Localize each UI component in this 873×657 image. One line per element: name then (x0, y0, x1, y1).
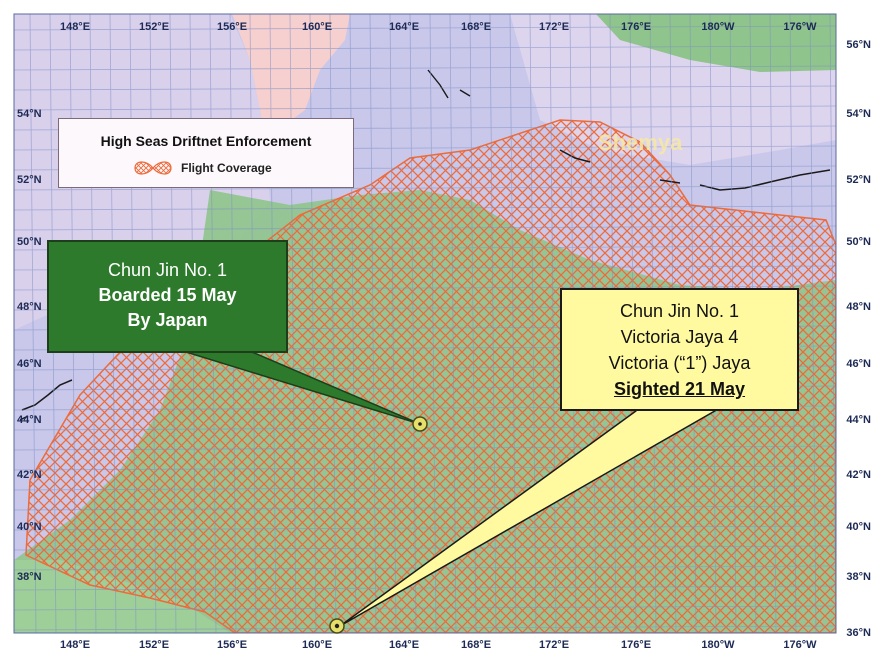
lon-top-label-4: 164°E (389, 21, 419, 33)
islands-aleutian (559, 149, 831, 191)
lon-bottom-label-4: 164°E (389, 639, 419, 651)
lon-top-label-2: 156°E (217, 21, 247, 33)
lon-bottom-label-9: 176°W (783, 639, 817, 651)
marker-sighting-site (329, 618, 345, 634)
lon-top-label-7: 176°E (621, 21, 651, 33)
lon-top-label-3: 160°E (302, 21, 332, 33)
place-label-shemya: Shemya (598, 130, 683, 155)
lat-left-label-0: 54°N (17, 108, 42, 120)
latitude-labels-left: 54°N 52°N 50°N 48°N 46°N 44°N 42°N 40°N 38°N (17, 108, 42, 583)
lon-top-label-9: 176°W (783, 21, 817, 33)
longitude-labels-bottom: 148°E 152°E 156°E 160°E 164°E 168°E 172°E 176°E… (60, 639, 817, 651)
callout-japan-line1: Chun Jin No. 1 (107, 260, 228, 280)
callout-japan-boarding: Chun Jin No. 1 Boarded 15 May By Japan (47, 240, 288, 353)
coverage-swatch-icon (134, 161, 172, 175)
callout-japan-line2: Boarded 15 May (98, 285, 237, 305)
lon-bottom-label-6: 172°E (539, 639, 569, 651)
latitude-labels-right: 56°N 54°N 52°N 50°N 48°N 46°N 44°N 42°N 40°N 38°N… (846, 39, 871, 639)
lat-right-label-8: 40°N (846, 521, 871, 533)
lon-bottom-label-8: 180°W (701, 639, 735, 651)
lat-right-label-6: 44°N (846, 414, 871, 426)
lon-top-label-6: 172°E (539, 21, 569, 33)
lat-left-label-2: 50°N (17, 236, 42, 248)
lon-bottom-label-3: 160°E (302, 639, 332, 651)
callout-japan-line3: By Japan (127, 310, 208, 330)
lat-left-label-3: 48°N (17, 301, 42, 313)
lon-bottom-label-1: 152°E (139, 639, 169, 651)
islands-kuril (19, 379, 73, 421)
lon-top-label-5: 168°E (461, 21, 491, 33)
lat-left-label-1: 52°N (17, 174, 42, 186)
lon-bottom-label-7: 176°E (621, 639, 651, 651)
lat-right-label-5: 46°N (846, 358, 871, 370)
lat-right-label-7: 42°N (846, 469, 871, 481)
lat-left-label-8: 38°N (17, 571, 42, 583)
legend-row-coverage: Flight Coverage (131, 157, 272, 179)
callout-sighting-line4: Sighted 21 May (613, 379, 746, 399)
map-frame (13, 13, 837, 634)
lat-right-label-9: 38°N (846, 571, 871, 583)
lon-top-label-8: 180°W (701, 21, 735, 33)
callout-sighting-line1: Chun Jin No. 1 (619, 301, 740, 321)
lon-bottom-label-5: 168°E (461, 639, 491, 651)
lat-right-label-0: 56°N (846, 39, 871, 51)
marker-boarding-site (412, 416, 428, 432)
legend-coverage-label: Flight Coverage (181, 161, 272, 175)
lat-left-label-4: 46°N (17, 358, 42, 370)
shelf-north (596, 14, 836, 72)
callout-sighting-line3: Victoria (“1”) Jaya (608, 353, 751, 373)
lat-left-label-6: 42°N (17, 469, 42, 481)
lat-right-label-2: 52°N (846, 174, 871, 186)
longitude-labels-top: 148°E 152°E 156°E 160°E 164°E 168°E 172°E 176°E… (60, 21, 817, 33)
legend: High Seas Driftnet Enforcement Flight Co… (58, 118, 354, 188)
lat-right-label-4: 48°N (846, 301, 871, 313)
lat-right-label-1: 54°N (846, 108, 871, 120)
lon-top-label-0: 148°E (60, 21, 90, 33)
lon-top-label-1: 152°E (139, 21, 169, 33)
callout-sighting: Chun Jin No. 1 Victoria Jaya 4 Victoria … (560, 288, 799, 411)
lat-right-label-3: 50°N (846, 236, 871, 248)
lat-left-label-5: 44°N (17, 414, 42, 426)
lon-bottom-label-2: 156°E (217, 639, 247, 651)
land-kamchatka (232, 14, 350, 125)
legend-title: High Seas Driftnet Enforcement (100, 133, 312, 149)
lat-left-label-7: 40°N (17, 521, 42, 533)
callout-sighting-line2: Victoria Jaya 4 (620, 327, 739, 347)
islands-north (427, 69, 471, 99)
lon-bottom-label-0: 148°E (60, 639, 90, 651)
lat-right-label-10: 36°N (846, 627, 871, 639)
